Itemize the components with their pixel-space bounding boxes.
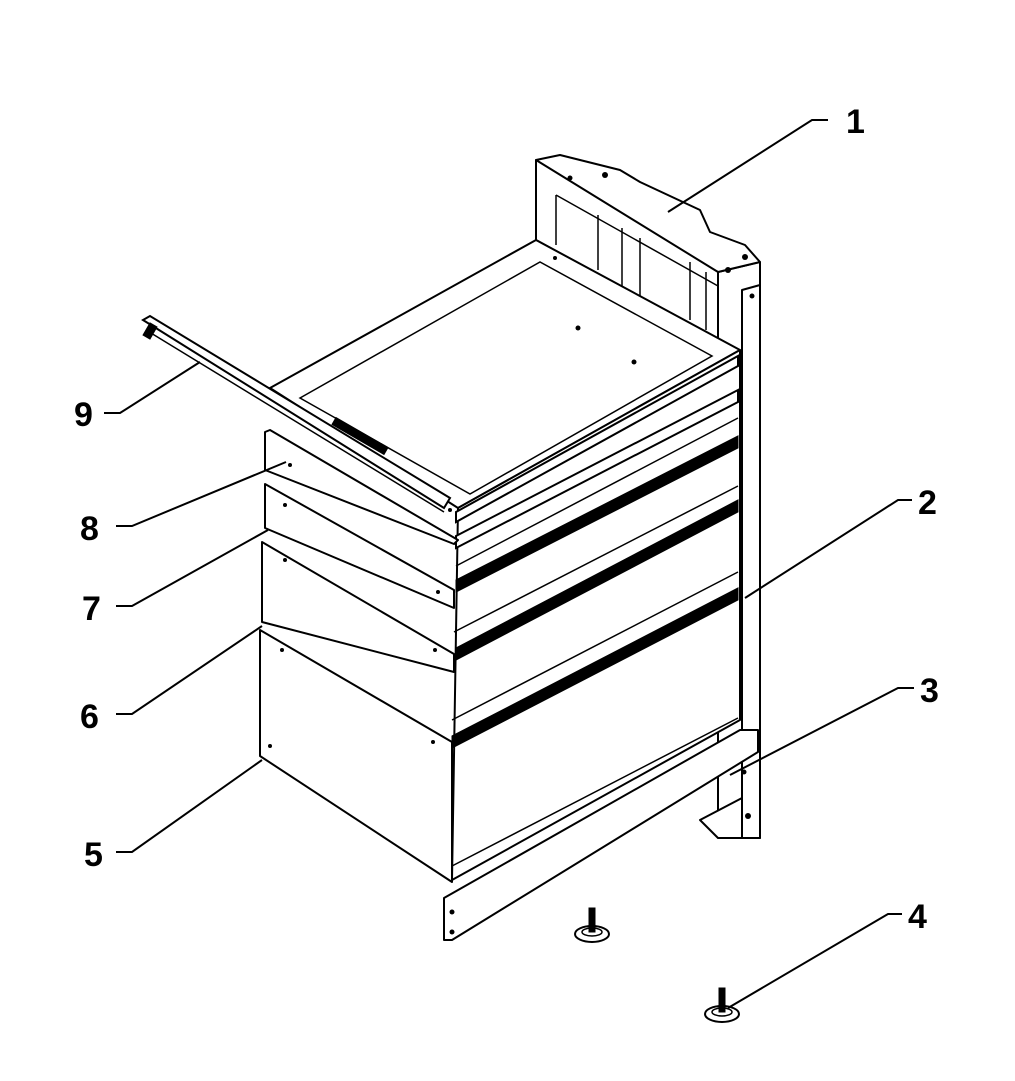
leader-1 [667,119,828,213]
handle-rail-2 [455,388,739,550]
callout-5: 5 [84,836,103,874]
drawer-6-face [261,541,455,673]
leader-7 [116,529,269,607]
callout-2: 2 [918,484,937,522]
callout-3: 3 [920,672,939,710]
drawer-slide-rail [141,314,452,510]
leader-8 [116,461,287,527]
leader-6 [116,625,263,715]
leader-4 [727,913,902,1009]
drawer-front-stack [451,349,741,881]
handle-rail-3 [455,435,739,593]
leveling-feet-part-4 [574,907,740,1023]
leveling-foot-2 [704,987,740,1023]
drawer-part-6 [261,541,455,673]
leader-9 [104,361,201,414]
drawer-7-face [264,483,455,609]
leader-5 [116,759,263,853]
drawer-part-7 [264,483,455,609]
base-panel-part-3 [443,729,759,941]
drawer-5-face [259,629,453,883]
handle-rail-1 [455,354,739,524]
leader-3 [729,687,914,776]
callout-6: 6 [80,698,99,736]
top-drawer-and-slide [141,239,741,513]
side-panel-edge [741,284,761,839]
callout-8: 8 [80,510,99,548]
drawer-part-5 [259,629,453,883]
handle-rail-4 [455,499,739,661]
base-panel [443,729,759,941]
callout-4: 4 [908,898,927,936]
callout-1: 1 [846,103,865,141]
leader-2 [744,499,912,599]
base-rear-block [699,797,743,839]
callout-7: 7 [82,590,101,628]
leveling-foot-1 [574,907,610,943]
drawer-8-face [264,429,459,545]
callout-9: 9 [74,396,93,434]
callout-labels: 1 2 3 4 5 6 7 8 9 [74,103,939,936]
leader-lines [104,119,914,1009]
drawer-part-8 [264,429,459,545]
